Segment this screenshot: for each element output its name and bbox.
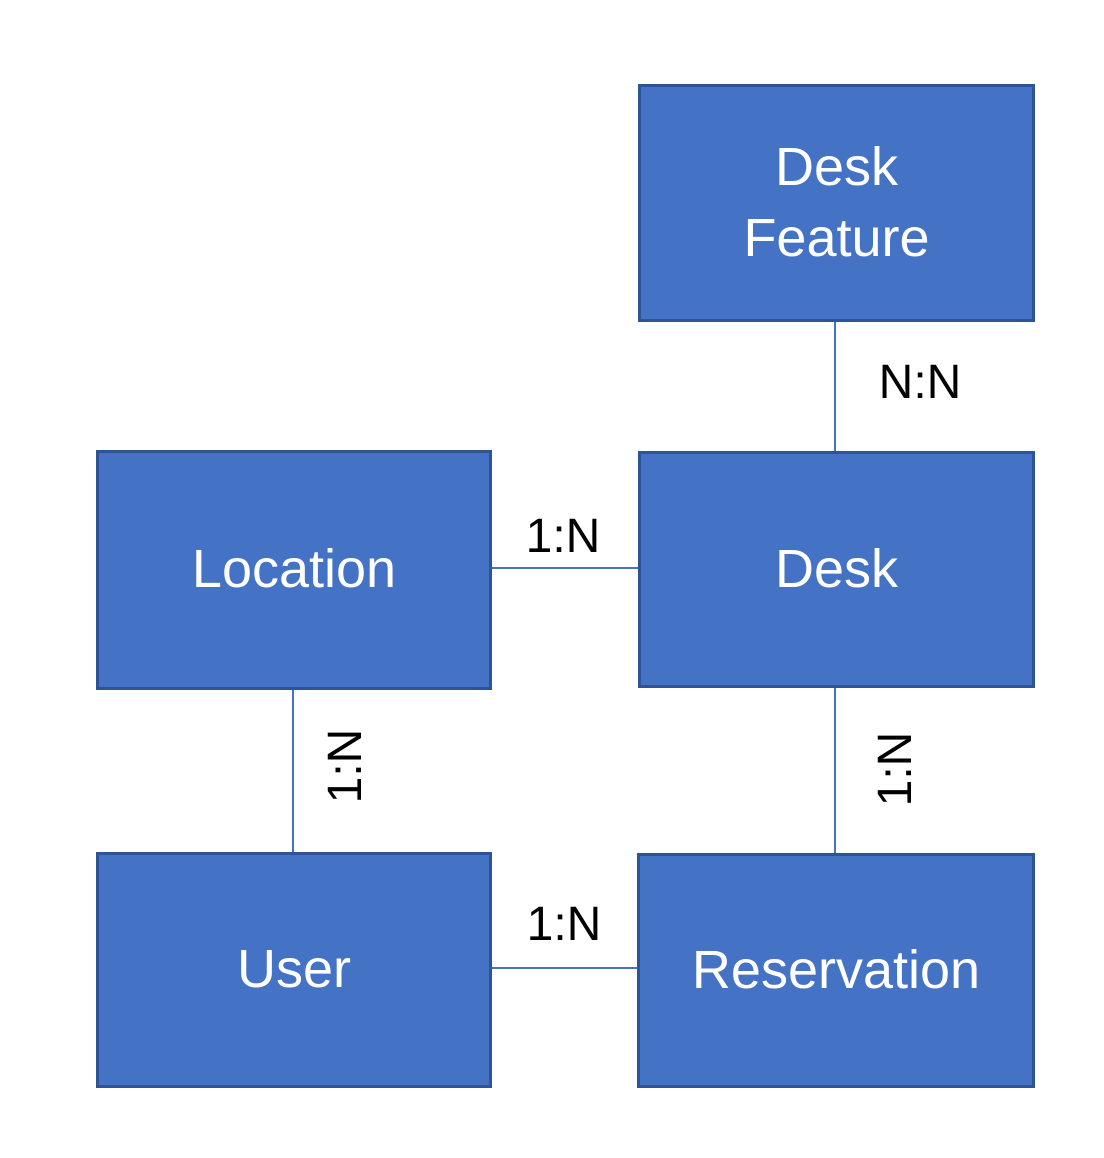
entity-box-desk-feature: Desk Feature	[638, 84, 1035, 322]
entity-label-desk-feature: Desk Feature	[743, 136, 930, 268]
connector-desk-feature-desk	[834, 322, 836, 451]
entity-box-desk: Desk	[638, 451, 1035, 688]
entity-label-location: Location	[191, 539, 397, 600]
relation-label-desk-reservation: 1:N	[869, 731, 922, 807]
connector-user-reservation	[492, 967, 637, 969]
relation-label-user-reservation: 1:N	[526, 898, 602, 951]
entity-box-reservation: Reservation	[637, 853, 1035, 1088]
connector-location-desk	[492, 567, 638, 569]
connector-desk-reservation	[834, 688, 836, 853]
connector-location-user	[292, 690, 294, 852]
entity-label-user: User	[236, 939, 351, 1000]
entity-box-user: User	[96, 852, 492, 1088]
entity-box-location: Location	[96, 450, 492, 690]
entity-label-reservation: Reservation	[691, 939, 981, 1000]
entity-label-desk: Desk	[774, 538, 899, 599]
relation-label-location-desk: 1:N	[525, 510, 601, 563]
relation-label-desk-feature-desk: N:N	[878, 356, 962, 409]
relation-label-location-user: 1:N	[319, 728, 372, 804]
